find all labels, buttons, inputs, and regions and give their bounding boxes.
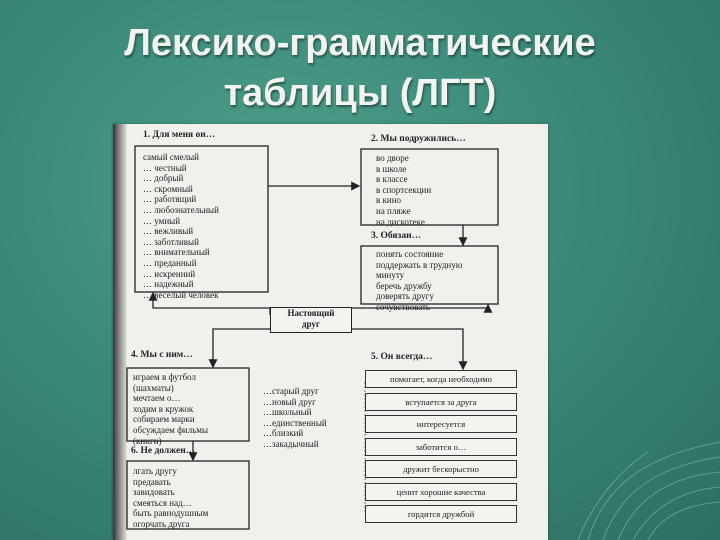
section5-item: вступается за друга: [365, 392, 517, 411]
friend-type-item: …школьный: [263, 407, 312, 418]
friend-type-item: …близкий: [263, 428, 304, 439]
section1-item: … преданный: [143, 257, 197, 268]
section3-item: понять состояние: [376, 249, 444, 259]
section3-box: [360, 245, 499, 305]
arrow-center-to-1: [148, 291, 270, 309]
section3-item: беречь дружбу: [376, 280, 432, 291]
section6-item: огорчать друга: [133, 518, 190, 529]
arrow-center-to-4: [208, 328, 270, 369]
section6-heading: 6. Не должен…: [131, 446, 196, 456]
section1-item: … честный: [143, 162, 187, 173]
section1-item: … добрый: [143, 173, 184, 184]
section4-item: (книги): [133, 435, 162, 446]
section3-item: поддержать в трудную: [376, 259, 463, 270]
section5-item: дружит бескорыстно: [365, 460, 517, 478]
section3-item: доверять другу: [376, 291, 434, 302]
section6-item: лгать другу: [133, 466, 177, 476]
section1-item: … искренний: [143, 268, 196, 279]
section1-item: … скромный: [143, 183, 193, 194]
section1-item: самый смелый: [143, 152, 199, 162]
section4-heading: 4. Мы с ним…: [131, 350, 193, 360]
slide-title: Лексико-грамматические таблицы (ЛГТ): [0, 18, 720, 118]
section5-item: заботится о…: [365, 437, 517, 456]
section2-item: в классе: [376, 174, 408, 185]
section4-item: играем в футбол: [133, 372, 196, 382]
section1-heading: 1. Для меня он…: [143, 130, 216, 140]
section1-item: … надежный: [143, 279, 194, 290]
center-node-line2: друг: [301, 319, 321, 329]
section6-item: быть равнодушным: [133, 508, 209, 519]
section2-box: [360, 148, 499, 226]
section3-item: сочувствовать: [376, 301, 431, 312]
section1-list: самый смелый… честный… добрый… скромный……: [143, 152, 219, 300]
slide-title-line2: таблицы (ЛГТ): [223, 72, 497, 114]
section2-item: в школе: [376, 163, 407, 174]
section1-item: … вежливый: [143, 226, 194, 237]
section4-item: мечтаем о…: [133, 393, 181, 404]
section5-item: ценит хорошие качества: [365, 482, 517, 501]
section4-list: играем в футбол(шахматы)мечтаем о…ходим …: [133, 372, 208, 446]
friend-type-item: …единственный: [263, 417, 327, 428]
section5-item: интересуется: [365, 415, 517, 433]
section6-box: [126, 460, 250, 530]
section2-heading: 2. Мы подружились…: [371, 134, 466, 144]
section4-item: ходим в кружок: [133, 403, 194, 414]
section2-item: в кино: [376, 195, 402, 206]
slide-title-line1: Лексико-грамматические: [124, 22, 596, 64]
arrow-center-to-3: [350, 303, 493, 313]
friend-types-list: …старый друг…новый друг…школьный…единств…: [263, 386, 327, 450]
section1-item: … внимательный: [143, 247, 210, 258]
scan-page-edge: [113, 124, 127, 540]
section6-item: предавать: [133, 476, 171, 487]
section3-heading: 3. Обязан…: [371, 231, 422, 241]
section1-item: … любознательный: [143, 204, 219, 215]
friend-type-item: …закадычный: [263, 438, 319, 449]
section2-item: на пляже: [376, 205, 411, 216]
section5-item: гордится дружбой: [365, 505, 517, 523]
decorative-swirl-lines: [577, 441, 720, 540]
section5-item: помогает, когда необходимо: [365, 370, 517, 388]
section2-item: в спортсекции: [376, 184, 432, 195]
section6-item: завидовать: [133, 487, 175, 498]
friend-type-item: …новый друг: [263, 396, 316, 407]
section1-box: [134, 145, 269, 293]
section3-item: минуту: [376, 270, 405, 281]
section5-heading: 5. Он всегда…: [371, 352, 433, 362]
center-node: Настоящий друг: [270, 307, 352, 333]
section2-item: во дворе: [376, 153, 409, 163]
section1-item: … умный: [143, 215, 181, 226]
section2-item: на дискотеке: [376, 216, 425, 227]
section4-item: (шахматы): [133, 382, 174, 393]
section6-item: смеяться над…: [133, 497, 192, 508]
arrow-center-to-5: [350, 328, 468, 371]
section1-item: … работящий: [143, 194, 197, 205]
section4-item: обсуждаем фильмы: [133, 424, 209, 435]
section1-item: … заботливый: [143, 236, 199, 247]
section1-item: … веселый человек: [143, 289, 219, 300]
lgt-diagram-scan: 1. Для меня он… самый смелый… честный… д…: [113, 124, 548, 540]
section4-box: [126, 367, 250, 442]
friend-type-item: …старый друг: [263, 386, 319, 396]
section4-item: собираем марки: [133, 414, 195, 425]
center-node-line1: Настоящий: [287, 308, 335, 318]
